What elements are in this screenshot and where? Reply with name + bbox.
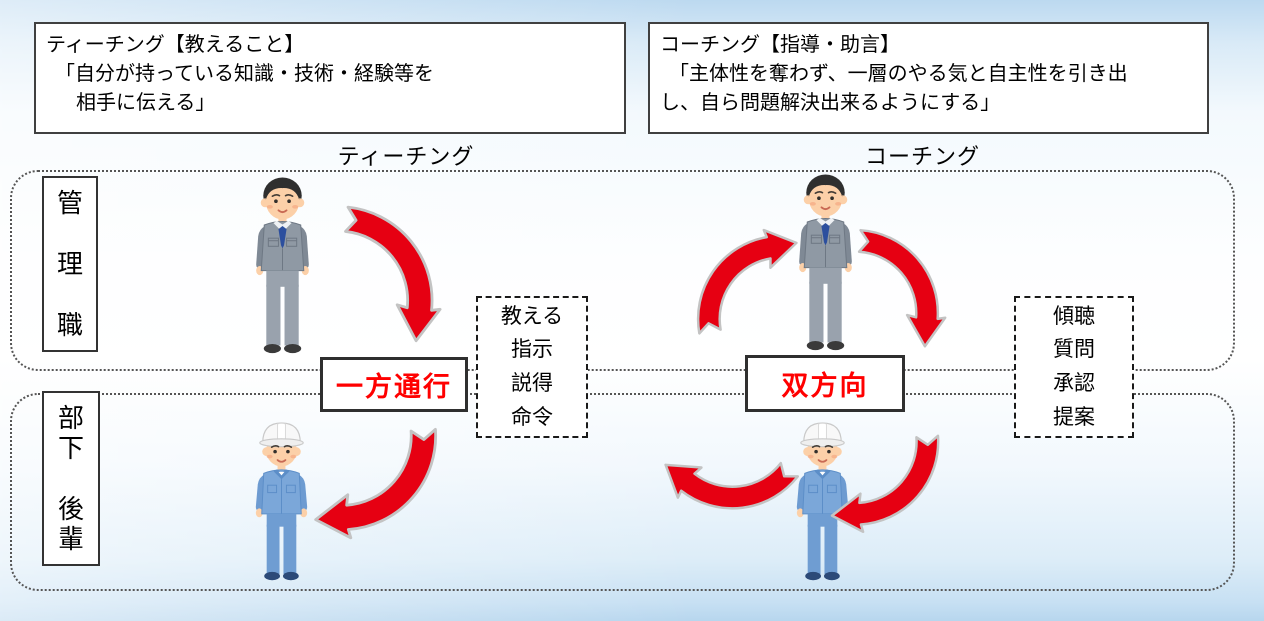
teaching-definition-box: ティーチング【教えること】 「自分が持っている知識・技術・経験等を 相手に伝える… xyxy=(34,22,626,134)
teaching-method-item: 説得 xyxy=(511,372,553,395)
coaching-definition-line1: 「主体性を奪わず、一層のやる気と自主性を引き出 xyxy=(669,63,1128,85)
red-curved-arrow-icon xyxy=(696,228,798,335)
red-curved-arrow-icon xyxy=(344,205,442,343)
subordinate-row-char: 下 xyxy=(57,433,84,464)
manager-person-illustration xyxy=(256,177,309,354)
coaching-definition-line2: し、自ら問題解決出来るようにする」 xyxy=(660,92,1001,114)
coaching-definition-box: コーチング【指導・助言】 「主体性を奪わず、一層のやる気と自主性を引き出 し、自… xyxy=(648,22,1209,134)
teaching-flow-label: 一方通行 xyxy=(336,372,452,402)
teaching-definition-line2: 相手に伝える」 xyxy=(76,92,216,114)
teaching-methods-box: 教える 指示 説得 命令 xyxy=(476,296,588,438)
coaching-method-item: 承認 xyxy=(1053,372,1095,395)
red-curved-arrow-icon xyxy=(830,434,940,534)
teaching-flow-box: 一方通行 xyxy=(320,357,468,412)
managers-zone-outline xyxy=(10,170,1235,371)
coaching-definition-title: コーチング【指導・助言】 xyxy=(660,34,900,56)
coaching-method-item: 質問 xyxy=(1053,338,1095,362)
coaching-method-item: 傾聴 xyxy=(1053,304,1095,328)
teaching-column-label: ティーチング xyxy=(337,144,475,169)
helmet-worker-illustration xyxy=(796,422,849,581)
manager-row-char: 職 xyxy=(56,310,83,340)
subordinate-row-char: 後 xyxy=(57,493,84,524)
manager-person-illustration xyxy=(799,174,852,351)
subordinate-row-char: 輩 xyxy=(57,524,84,554)
teaching-method-item: 教える xyxy=(500,304,564,328)
subordinate-row-char: 部 xyxy=(57,403,84,433)
coaching-flow-box: 双方向 xyxy=(745,355,905,412)
coaching-method-item: 提案 xyxy=(1053,405,1095,429)
subordinates-zone-outline xyxy=(10,393,1235,591)
helmet-worker-illustration xyxy=(255,422,308,581)
teaching-method-item: 命令 xyxy=(511,405,553,429)
red-curved-arrow-icon xyxy=(857,228,947,348)
manager-row-char: 理 xyxy=(56,249,83,279)
teaching-definition-title: ティーチング【教えること】 xyxy=(46,34,305,56)
red-curved-arrow-icon xyxy=(314,427,438,540)
coaching-column-label: コーチング xyxy=(864,144,980,169)
coaching-flow-label: 双方向 xyxy=(781,371,869,401)
subordinate-row-label: 部 下 後 輩 xyxy=(42,391,100,566)
manager-row-label: 管 理 職 xyxy=(42,176,98,352)
teaching-method-item: 指示 xyxy=(511,338,553,362)
red-curved-arrow-icon xyxy=(664,461,800,510)
manager-row-char: 管 xyxy=(56,188,83,218)
coaching-methods-box: 傾聴 質問 承認 提案 xyxy=(1014,296,1134,438)
teaching-definition-line1: 「自分が持っている知識・技術・経験等を xyxy=(55,63,434,85)
